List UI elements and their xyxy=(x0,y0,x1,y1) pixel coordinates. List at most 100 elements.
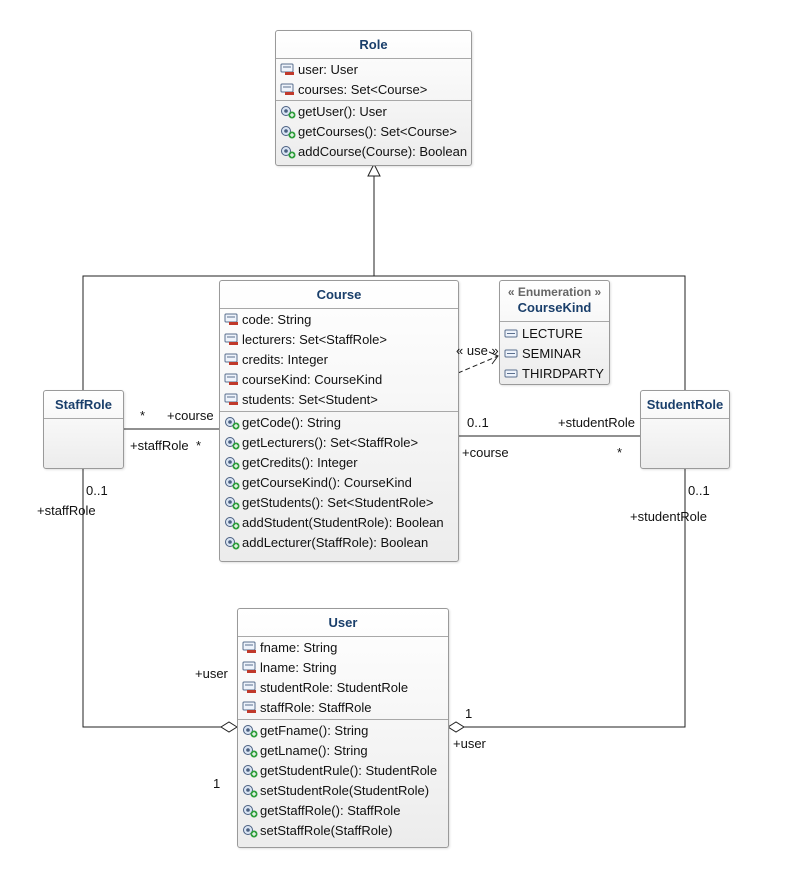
operation-row[interactable]: addLecturer(StaffRole): Boolean xyxy=(220,533,458,553)
literal-row[interactable]: LECTURE xyxy=(500,324,609,344)
operation-icon xyxy=(224,456,240,476)
attribute-row[interactable]: user: User xyxy=(276,60,471,80)
attribute-label: credits: Integer xyxy=(242,352,328,367)
operation-label: getLecturers(): Set<StaffRole> xyxy=(242,435,419,450)
operation-label: setStudentRole(StudentRole) xyxy=(260,783,430,798)
multiplicity-label: 0..1 xyxy=(467,415,489,430)
role-label: +studentRole xyxy=(558,415,635,430)
operation-label: getCode(): String xyxy=(242,415,341,430)
operations-compartment: getUser(): User getCourses(): Set<Course>… xyxy=(276,100,471,162)
literals-compartment: LECTURE SEMINAR THIRDPARTY xyxy=(500,321,609,384)
literal-label: LECTURE xyxy=(522,326,583,341)
multiplicity-label: * xyxy=(140,408,146,423)
operation-label: addLecturer(StaffRole): Boolean xyxy=(242,535,429,550)
operation-row[interactable]: getFname(): String xyxy=(238,721,448,741)
operation-row[interactable]: setStaffRole(StaffRole) xyxy=(238,821,448,841)
attribute-icon xyxy=(224,353,240,373)
attribute-label: courseKind: CourseKind xyxy=(242,372,383,387)
attribute-icon xyxy=(242,701,258,721)
operation-row[interactable]: getStudentRule(): StudentRole xyxy=(238,761,448,781)
operation-row[interactable]: getCredits(): Integer xyxy=(220,453,458,473)
operation-icon xyxy=(224,436,240,456)
role-label: +course xyxy=(462,445,509,460)
role-label: +staffRole xyxy=(37,503,96,518)
operation-icon xyxy=(224,496,240,516)
operation-row[interactable]: setStudentRole(StudentRole) xyxy=(238,781,448,801)
attribute-icon xyxy=(280,83,296,103)
attribute-row[interactable]: courses: Set<Course> xyxy=(276,80,471,100)
multiplicity-label: * xyxy=(196,438,202,453)
attribute-label: user: User xyxy=(298,62,358,77)
operation-label: getStudentRule(): StudentRole xyxy=(260,763,438,778)
class-title: Role xyxy=(359,37,388,52)
operation-row[interactable]: getCode(): String xyxy=(220,413,458,433)
operation-icon xyxy=(242,724,258,744)
operation-icon xyxy=(280,125,296,145)
enum-title: CourseKind xyxy=(517,300,592,315)
operation-icon xyxy=(242,764,258,784)
attribute-label: studentRole: StudentRole xyxy=(260,680,409,695)
operation-row[interactable]: addStudent(StudentRole): Boolean xyxy=(220,513,458,533)
attribute-row[interactable]: fname: String xyxy=(238,638,448,658)
class-title: StaffRole xyxy=(54,397,113,412)
literal-row[interactable]: SEMINAR xyxy=(500,344,609,364)
class-title: StudentRole xyxy=(646,397,724,412)
operation-label: getCourseKind(): CourseKind xyxy=(242,475,412,490)
use-label: « use » xyxy=(456,343,499,358)
attributes-compartment xyxy=(44,418,123,419)
operation-label: getCourses(): Set<Course> xyxy=(298,124,457,139)
literal-label: SEMINAR xyxy=(522,346,582,361)
operation-label: addCourse(Course): Boolean xyxy=(298,144,468,159)
multiplicity-label: 1 xyxy=(213,776,221,791)
operations-compartment: getFname(): String getLname(): String getS… xyxy=(238,719,448,841)
operation-row[interactable]: getUser(): User xyxy=(276,102,471,122)
operation-icon xyxy=(224,516,240,536)
operation-label: getStudents(): Set<StudentRole> xyxy=(242,495,434,510)
operation-icon xyxy=(280,145,296,165)
role-label: +user xyxy=(195,666,228,681)
class-role[interactable]: Role user: User courses: Set<Course> getU… xyxy=(275,30,472,166)
operation-row[interactable]: getStudents(): Set<StudentRole> xyxy=(220,493,458,513)
operation-label: getFname(): String xyxy=(260,723,369,738)
attribute-label: students: Set<Student> xyxy=(242,392,378,407)
attribute-row[interactable]: lecturers: Set<StaffRole> xyxy=(220,330,458,350)
enum-stereotype: « Enumeration » xyxy=(507,285,602,299)
operation-row[interactable]: addCourse(Course): Boolean xyxy=(276,142,471,162)
operation-row[interactable]: getStaffRole(): StaffRole xyxy=(238,801,448,821)
multiplicity-label: 0..1 xyxy=(688,483,710,498)
class-studentrole[interactable]: StudentRole xyxy=(640,390,730,469)
operation-row[interactable]: getCourseKind(): CourseKind xyxy=(220,473,458,493)
class-title: Course xyxy=(316,287,362,302)
operation-icon xyxy=(242,744,258,764)
operation-label: getUser(): User xyxy=(298,104,387,119)
attribute-row[interactable]: staffRole: StaffRole xyxy=(238,698,448,718)
attributes-compartment xyxy=(641,418,729,419)
attribute-row[interactable]: lname: String xyxy=(238,658,448,678)
operation-icon xyxy=(242,804,258,824)
attribute-row[interactable]: code: String xyxy=(220,310,458,330)
multiplicity-label: * xyxy=(617,445,623,460)
operation-label: getCredits(): Integer xyxy=(242,455,358,470)
operation-row[interactable]: getLname(): String xyxy=(238,741,448,761)
attribute-row[interactable]: studentRole: StudentRole xyxy=(238,678,448,698)
operation-row[interactable]: getCourses(): Set<Course> xyxy=(276,122,471,142)
class-staffrole[interactable]: StaffRole xyxy=(43,390,124,469)
operation-label: getStaffRole(): StaffRole xyxy=(260,803,401,818)
literal-icon xyxy=(504,367,520,387)
attribute-icon xyxy=(280,63,296,83)
multiplicity-label: 1 xyxy=(465,706,473,721)
operation-row[interactable]: getLecturers(): Set<StaffRole> xyxy=(220,433,458,453)
operation-icon xyxy=(242,784,258,804)
attribute-row[interactable]: courseKind: CourseKind xyxy=(220,370,458,390)
operations-compartment: getCode(): String getLecturers(): Set<Sta… xyxy=(220,411,458,553)
attribute-row[interactable]: students: Set<Student> xyxy=(220,390,458,410)
attribute-row[interactable]: credits: Integer xyxy=(220,350,458,370)
attribute-icon xyxy=(242,641,258,661)
attributes-compartment: user: User courses: Set<Course> xyxy=(276,58,471,100)
attribute-icon xyxy=(224,333,240,353)
enum-coursekind[interactable]: « Enumeration » CourseKind LECTURE SEMINA… xyxy=(499,280,610,385)
literal-row[interactable]: THIRDPARTY xyxy=(500,364,609,384)
